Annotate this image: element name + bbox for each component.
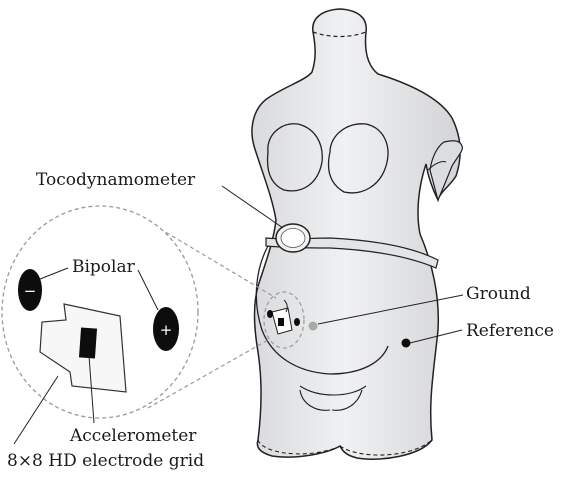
belly-patch-accelerometer <box>278 318 284 326</box>
minus-sign: − <box>24 282 37 300</box>
label-accelerometer: Accelerometer <box>69 426 197 446</box>
plus-sign: + <box>160 321 173 339</box>
label-ground: Ground <box>466 284 531 304</box>
reference-electrode <box>402 339 411 348</box>
label-reference: Reference <box>466 321 554 341</box>
inset-accelerometer <box>79 327 97 358</box>
tocodynamometer-inner <box>281 229 305 248</box>
belly-bipolar-plus <box>294 318 300 326</box>
label-bipolar: Bipolar <box>72 257 136 277</box>
belly-bipolar-minus <box>267 310 273 318</box>
label-tocodynamometer: Tocodynamometer <box>36 170 196 190</box>
label-electrode-grid: 8×8 HD electrode grid <box>7 451 204 471</box>
ground-electrode <box>309 322 318 331</box>
